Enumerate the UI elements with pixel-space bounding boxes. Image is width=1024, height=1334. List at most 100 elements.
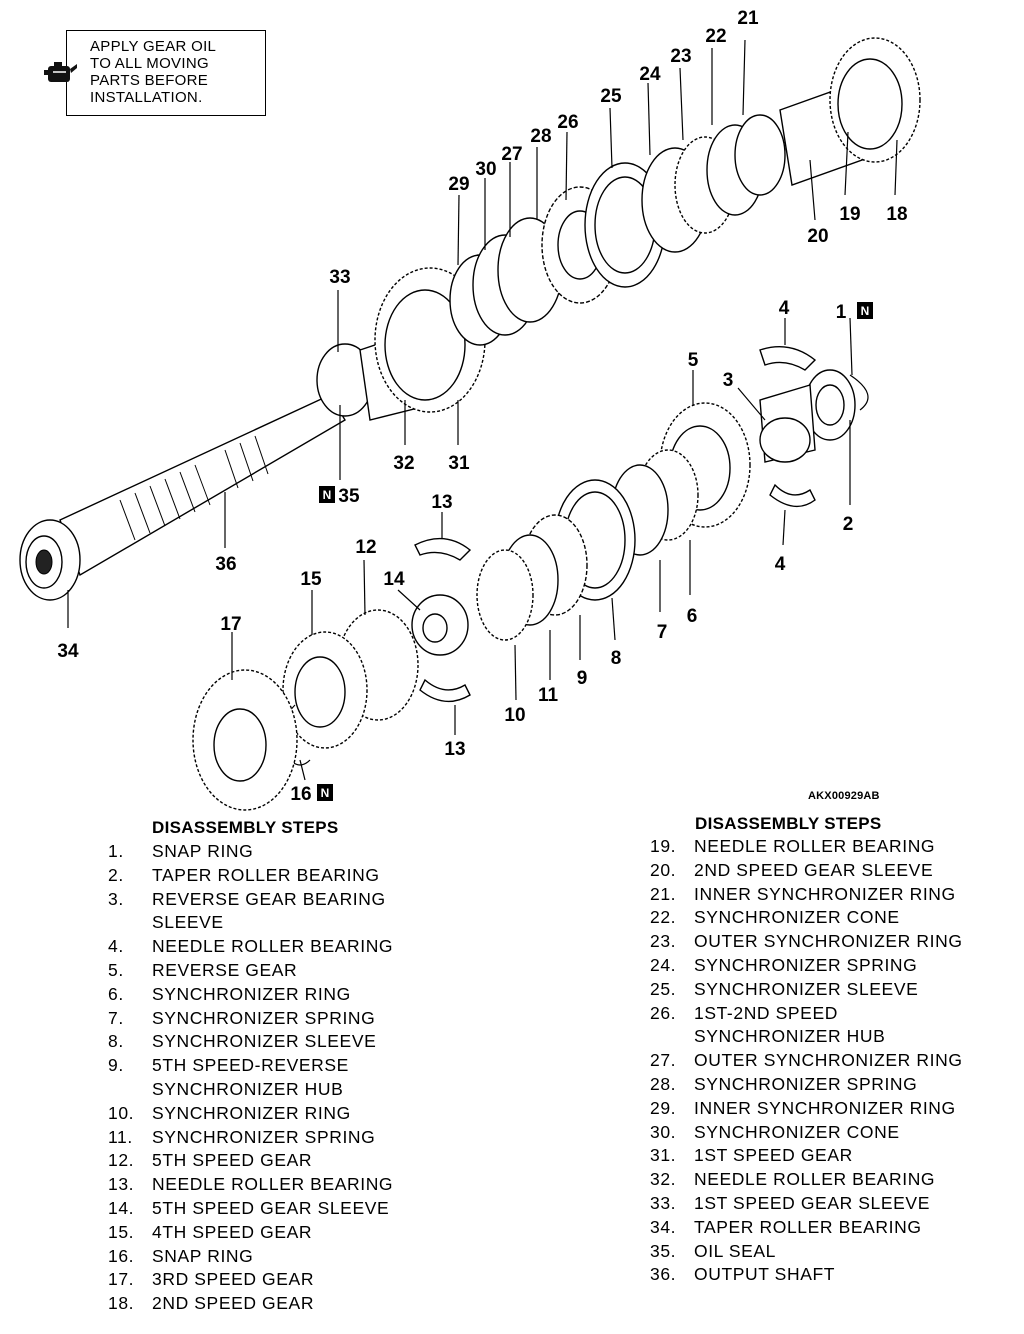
callout-number: 27 (501, 144, 522, 165)
step-item: 31.1ST SPEED GEAR (650, 1144, 1020, 1168)
step-label: SYNCHRONIZER RING (152, 983, 351, 1004)
step-number: 20. (650, 859, 677, 880)
callout-15: 15 (300, 569, 322, 590)
step-label: 2ND SPEED GEAR SLEEVE (694, 859, 934, 880)
step-label: 5TH SPEED-REVERSE SYNCHRONIZER HUB (152, 1055, 349, 1099)
step-item: 2.TAPER ROLLER BEARING (108, 864, 528, 888)
callout-2: 2 (843, 514, 854, 535)
step-label: NEEDLE ROLLER BEARING (152, 936, 394, 957)
step-label: 5TH SPEED GEAR (152, 1150, 313, 1171)
callout-12: 12 (355, 537, 376, 558)
callout-number: 28 (530, 126, 551, 147)
step-label: 2ND SPEED GEAR (152, 1293, 315, 1314)
step-item: 14.5TH SPEED GEAR SLEEVE (108, 1197, 528, 1221)
step-label: INNER SYNCHRONIZER RING (694, 883, 956, 904)
callout-number: 31 (448, 453, 470, 474)
step-number: 36. (650, 1264, 677, 1285)
step-item: 36. OUTPUT SHAFT (650, 1263, 1020, 1287)
callout-17: 17 (220, 614, 241, 635)
step-label: INNER SYNCHRONIZER RING (694, 1097, 956, 1118)
step-item: 26.1ST-2ND SPEED SYNCHRONIZER HUB (650, 1002, 1020, 1050)
callout-9: 9 (577, 668, 588, 689)
n-tag-label: N (323, 488, 332, 502)
step-number: 17. (108, 1269, 135, 1290)
callout-number: 10 (504, 705, 525, 726)
n-tag-box (857, 302, 873, 319)
step-label: OUTER SYNCHRONIZER RING (694, 1050, 963, 1071)
step-number: 29. (650, 1097, 677, 1118)
n-tag-box (319, 486, 335, 503)
step-item: 8.SYNCHRONIZER SLEEVE (108, 1030, 528, 1054)
callout-34: 34 (57, 641, 79, 662)
callout-29: 29 (448, 174, 469, 195)
step-item: 16. SNAP RING (108, 1245, 528, 1269)
step-item: 34.TAPER ROLLER BEARING (650, 1216, 1020, 1240)
exploded-diagram: N123445678910111213131415N16171819202122… (19, 8, 921, 811)
steps-right-heading: DISASSEMBLY STEPS (695, 814, 882, 833)
step-number: 25. (650, 978, 677, 999)
callout-number: 23 (670, 46, 691, 67)
step-label: NEEDLE ROLLER BEARING (694, 1169, 936, 1190)
callout-1: N1 (836, 302, 873, 323)
step-number: 10. (108, 1102, 135, 1123)
step-label: SYNCHRONIZER SPRING (152, 1007, 376, 1028)
callout-number: 13 (444, 739, 465, 760)
step-label: NEEDLE ROLLER BEARING (694, 836, 936, 856)
callout-number: 22 (705, 26, 726, 47)
callout-number: 2 (843, 514, 854, 535)
step-number: 23. (650, 931, 677, 952)
callout-23: 23 (670, 46, 691, 67)
step-item: 5.REVERSE GEAR (108, 959, 528, 983)
callout-number: 17 (220, 614, 241, 635)
step-number: 21. (650, 883, 677, 904)
step-label: 5TH SPEED GEAR SLEEVE (152, 1197, 390, 1218)
step-number: 33. (650, 1192, 677, 1213)
callout-number: 7 (657, 622, 668, 643)
step-item: 24.SYNCHRONIZER SPRING (650, 954, 1020, 978)
callout-21: 21 (737, 8, 759, 29)
step-label: SYNCHRONIZER SPRING (694, 1073, 918, 1094)
step-item: 35.OIL SEAL (650, 1240, 1020, 1264)
callout-number: 13 (431, 492, 452, 513)
callout-18: 18 (886, 204, 907, 225)
step-number: 19. (650, 836, 677, 856)
step-label: SYNCHRONIZER SPRING (694, 954, 918, 975)
step-number: 32. (650, 1169, 677, 1190)
step-item: 18.2ND SPEED GEAR (108, 1292, 528, 1316)
step-item: 10. SYNCHRONIZER RING (108, 1102, 528, 1126)
callout-number: 9 (577, 668, 588, 689)
step-number: 16. (108, 1245, 135, 1266)
callout-25: 25 (600, 86, 622, 107)
step-item: 19. NEEDLE ROLLER BEARING (650, 835, 1020, 859)
step-label: SNAP RING (152, 1245, 254, 1266)
callout-13: 13 (444, 739, 465, 760)
step-label: OUTPUT SHAFT (694, 1264, 836, 1285)
step-item: 32. NEEDLE ROLLER BEARING (650, 1168, 1020, 1192)
step-label: REVERSE GEAR BEARING SLEEVE (152, 888, 386, 933)
callout-number: 34 (57, 641, 79, 662)
leader-lines (67, 39, 898, 781)
output-shaft-assembly (19, 37, 921, 601)
step-item: 1.SNAP RING (108, 840, 528, 864)
step-item: 9.5TH SPEED-REVERSE SYNCHRONIZER HUB (108, 1054, 528, 1102)
step-label: SYNCHRONIZER SPRING (152, 1126, 376, 1147)
callout-22: 22 (705, 26, 726, 47)
callout-10: 10 (504, 705, 525, 726)
callout-16: N16 (290, 784, 333, 805)
steps-left-heading: DISASSEMBLY STEPS (152, 818, 339, 837)
callout-number: 16 (290, 784, 311, 805)
n-tag-box (317, 784, 333, 801)
callout-number: 3 (723, 370, 734, 391)
step-label: SYNCHRONIZER CONE (694, 907, 900, 928)
step-item: 6.SYNCHRONIZER RING (108, 983, 528, 1007)
step-number: 34. (650, 1216, 677, 1237)
step-number: 12. (108, 1150, 135, 1171)
reverse-gear-assembly (192, 346, 869, 811)
step-item: 11.SYNCHRONIZER SPRING (108, 1126, 528, 1150)
callout-4: 4 (779, 298, 790, 319)
callout-number: 21 (737, 8, 759, 29)
step-item: 30.SYNCHRONIZER CONE (650, 1121, 1020, 1145)
step-label: SYNCHRONIZER RING (152, 1102, 351, 1123)
callout-14: 14 (383, 569, 405, 590)
